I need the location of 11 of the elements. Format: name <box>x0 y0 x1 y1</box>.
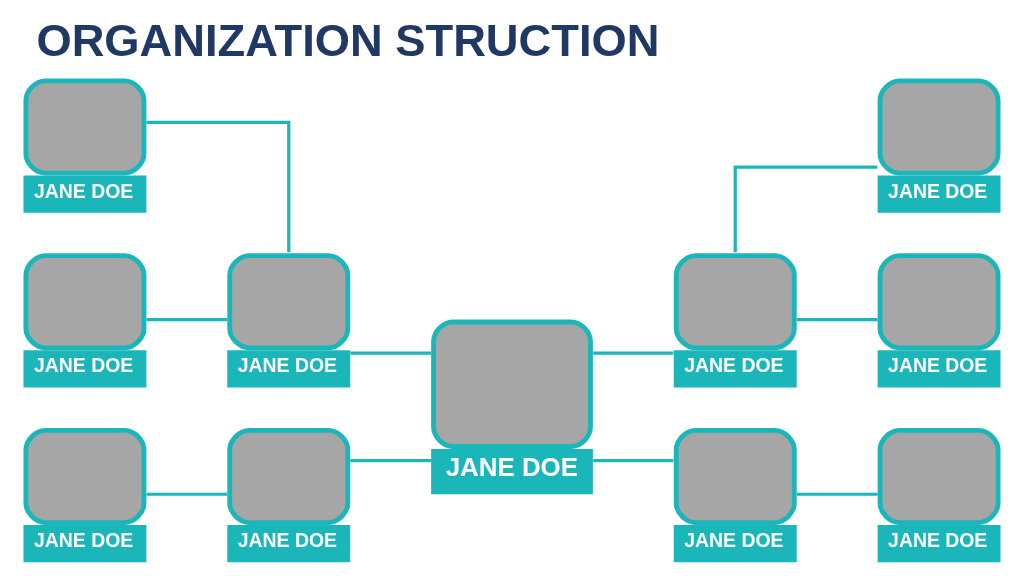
connector <box>593 351 674 355</box>
connector <box>146 492 228 496</box>
connector <box>593 459 674 463</box>
connector <box>350 459 431 463</box>
connector <box>350 351 431 355</box>
connector <box>146 120 291 253</box>
connector <box>796 492 878 496</box>
connector <box>733 165 878 253</box>
connector <box>796 317 878 322</box>
diagram-title: ORGANIZATION STRUCTION <box>36 14 660 66</box>
connector <box>146 317 228 322</box>
